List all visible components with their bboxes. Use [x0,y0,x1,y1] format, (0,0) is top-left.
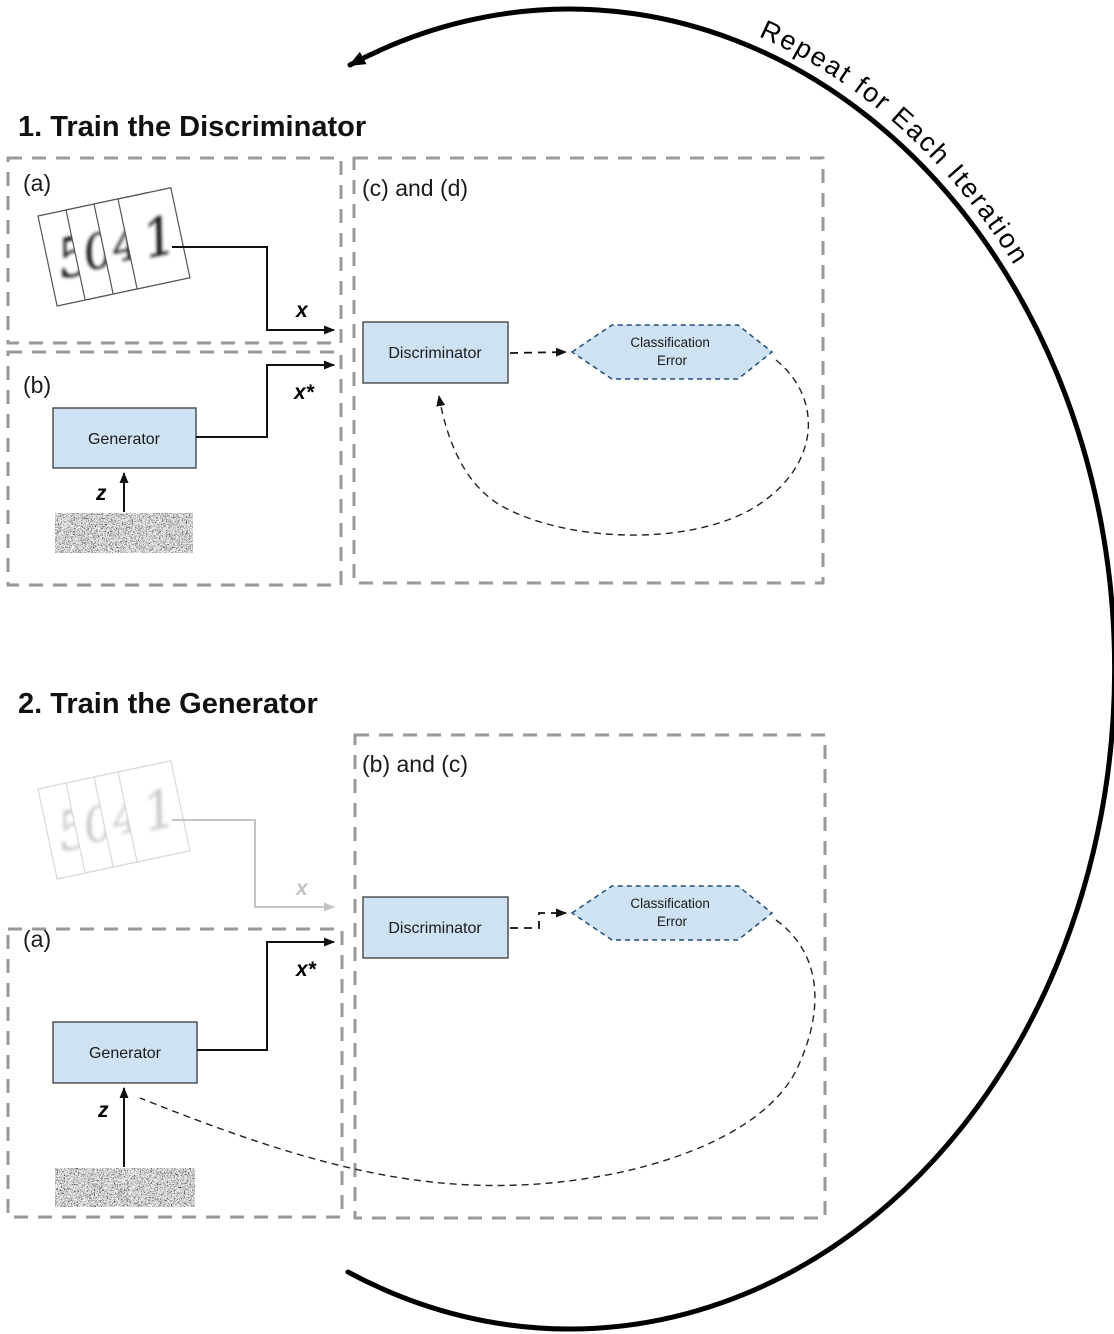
section1-generator-label: Generator [88,431,161,448]
error-feedback-loop-to-generator [139,919,816,1187]
real-data-arrow-label: x [295,299,309,322]
section2-generated-data-arrow [197,937,335,1051]
section2-classification-error-label: Classification Error [630,896,713,929]
repeat-iteration-arc [345,6,1114,1332]
section1-panel-cd-box [352,156,825,585]
error-feedback-loop-to-discriminator [436,359,809,536]
section2-classification-error-node [570,885,774,941]
section1-panel-a-label: (a) [23,170,51,196]
section1-heading: 1. Train the Discriminator [18,111,366,143]
section2-noise-arrow-label: z [97,1099,109,1122]
real-data-arrow [172,246,335,335]
section1-classification-error-node [570,324,774,380]
section2-heading: 2. Train the Generator [18,688,318,720]
section2-discriminator-to-error-arrow [510,908,567,929]
section2-noise-image [55,1168,195,1207]
section1-panel-cd-label: (c) and (d) [362,175,468,201]
faded-real-data-arrow [172,819,335,912]
section1-panel-a-box [6,156,343,345]
section1-discriminator-node [362,321,509,384]
discriminator-to-error-arrow [509,347,567,357]
section2-discriminator-label: Discriminator [388,920,482,937]
section1-classification-error-label: Classification Error [630,335,713,368]
section2-generator-label: Generator [89,1045,162,1062]
error-label-line1: Classification [630,335,710,350]
section1-panel-b-label: (b) [23,372,51,398]
error-label-line2: Error [657,353,688,368]
generated-data-arrow-label: x* [293,381,315,404]
error-label-line2: Error [657,914,688,929]
noise-image [55,513,193,553]
section2-generator-node [52,1021,198,1084]
section2-discriminator-node [362,896,509,959]
section1-discriminator-label: Discriminator [388,345,482,362]
section2-panel-bc-box [353,733,827,1220]
error-label-line1: Classification [630,896,710,911]
section1-panel-b-box [6,350,343,587]
noise-arrow-label: z [95,482,107,505]
section2-panel-a-label: (a) [23,926,51,952]
section2-generated-data-arrow-label: x* [295,958,317,981]
section1-generator-node [52,407,197,469]
faded-real-data-arrow-label: x [295,877,309,900]
generated-data-arrow [196,360,335,438]
section2-panel-bc-label: (b) and (c) [362,751,468,777]
